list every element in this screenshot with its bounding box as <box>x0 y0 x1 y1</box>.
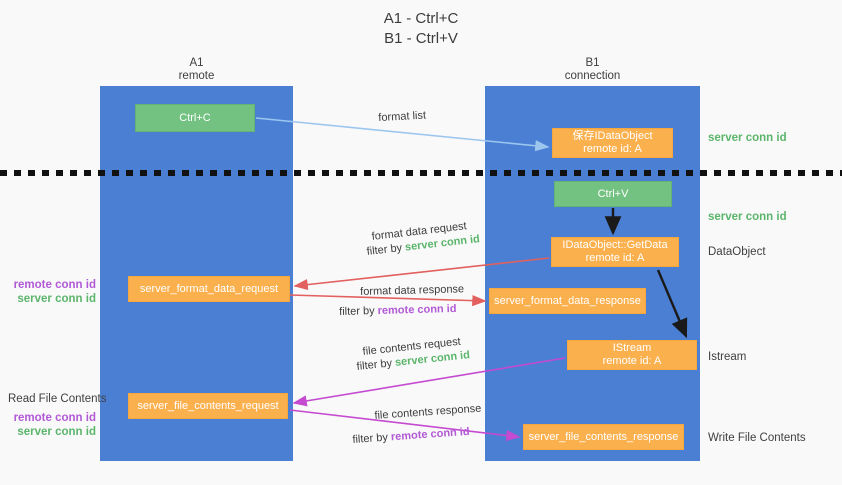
page-title: A1 - Ctrl+C B1 - Ctrl+V <box>383 10 459 47</box>
label-remote-conn-id-2: remote conn id <box>13 412 96 424</box>
node-istream[interactable]: IStream remote id: A <box>567 340 697 370</box>
arrow-label-format-list: format list <box>378 109 427 124</box>
label-dataobject: DataObject <box>708 246 766 258</box>
node-server-format-data-response[interactable]: server_format_data_response <box>489 288 646 314</box>
label-write-file-contents: Write File Contents <box>708 432 806 444</box>
node-ctrl-v[interactable]: Ctrl+V <box>554 181 672 207</box>
label-left-conn-ids-format: remote conn id server conn id <box>8 278 96 306</box>
arrow-label-file-contents-response: file contents response <box>374 402 482 422</box>
arrow-label-filter-remote-conn-id-1: filter by remote conn id <box>339 302 457 319</box>
label-server-conn-id: server conn id <box>17 293 96 305</box>
filter-value-remote-conn-id-1: remote conn id <box>377 302 457 317</box>
lane-b1-header: B1 connection <box>564 57 621 82</box>
label-istream: Istream <box>708 351 747 363</box>
label-remote-conn-id: remote conn id <box>13 279 96 291</box>
label-server-conn-id-2: server conn id <box>17 426 96 438</box>
filter-prefix-2: filter by <box>339 304 378 318</box>
label-server-conn-id-mid: server conn id <box>708 211 787 223</box>
label-server-conn-id-top: server conn id <box>708 132 787 144</box>
label-left-conn-ids-file: remote conn id server conn id <box>8 411 96 439</box>
node-idataobject-getdata[interactable]: IDataObject::GetData remote id: A <box>551 237 679 267</box>
arrow-label-format-data-response: format data response <box>360 283 465 298</box>
node-ctrl-c[interactable]: Ctrl+C <box>135 104 255 132</box>
lane-a1-header: A1 remote <box>178 57 215 82</box>
node-server-format-data-request[interactable]: server_format_data_request <box>128 276 290 302</box>
arrow-label-filter-remote-conn-id-2: filter by remote conn id <box>352 425 470 447</box>
node-server-file-contents-request[interactable]: server_file_contents_request <box>128 393 288 419</box>
filter-value-remote-conn-id-2: remote conn id <box>390 425 470 444</box>
filter-prefix-4: filter by <box>352 431 392 446</box>
node-save-idataobject[interactable]: 保存IDataObject remote id: A <box>552 128 673 158</box>
filter-prefix-1: filter by <box>366 241 406 258</box>
filter-prefix-3: filter by <box>356 356 396 373</box>
node-server-file-contents-response[interactable]: server_file_contents_response <box>523 424 684 450</box>
label-read-file-contents: Read File Contents <box>8 393 107 405</box>
